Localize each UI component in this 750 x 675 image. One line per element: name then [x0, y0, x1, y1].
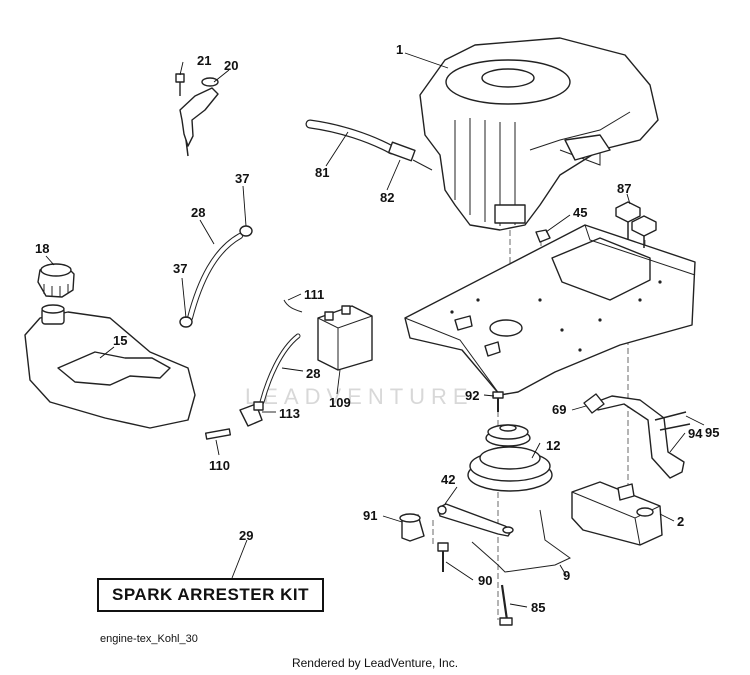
callout-113: 113 [279, 406, 300, 421]
rod-part[interactable] [471, 509, 571, 573]
muffler-part[interactable] [571, 481, 663, 546]
callout-87: 87 [617, 181, 631, 196]
callout-1: 1 [396, 42, 403, 57]
fuel-shutoff-fitting-part[interactable] [239, 401, 264, 427]
drawing-code: engine-tex_Kohl_30 [100, 633, 198, 645]
callout-81: 81 [315, 165, 329, 180]
callout-labels: 1 21 20 81 82 37 28 37 18 15 111 28 109 … [35, 42, 719, 615]
callout-18: 18 [35, 241, 49, 256]
solenoid-part[interactable] [317, 305, 373, 371]
line-connector-part[interactable] [204, 428, 232, 440]
callout-109: 109 [329, 395, 351, 410]
fuel-line-part[interactable] [305, 119, 397, 155]
exhaust-screw-part[interactable] [654, 411, 691, 431]
callout-91: 91 [363, 508, 377, 523]
callout-95: 95 [705, 425, 719, 440]
callout-21: 21 [197, 53, 211, 68]
callout-29: 29 [239, 528, 253, 543]
engine-part[interactable] [419, 37, 659, 231]
callout-2: 2 [677, 514, 684, 529]
spacer-part[interactable] [399, 513, 425, 542]
long-bolt-part[interactable] [499, 584, 513, 626]
callout-111: 111 [304, 287, 324, 302]
callout-94: 94 [688, 426, 703, 441]
callout-12: 12 [546, 438, 560, 453]
callout-45: 45 [573, 205, 587, 220]
pulley-part[interactable] [467, 424, 553, 492]
callout-37-lower: 37 [173, 261, 187, 276]
callout-110: 110 [209, 458, 230, 473]
callout-15: 15 [113, 333, 127, 348]
bolt-part[interactable] [492, 391, 504, 412]
callout-42: 42 [441, 472, 455, 487]
callout-85: 85 [531, 600, 545, 615]
footer-credit: Rendered by LeadVenture, Inc. [291, 656, 459, 670]
callout-82: 82 [380, 190, 394, 205]
hex-bolt-part[interactable] [437, 542, 449, 572]
callout-28-lower: 28 [306, 366, 320, 381]
spark-arrester-kit-box: SPARK ARRESTER KIT [97, 578, 324, 612]
choke-control-part[interactable] [179, 77, 219, 157]
callout-9: 9 [563, 568, 570, 583]
fuel-hose-part[interactable] [187, 233, 243, 321]
callout-92: 92 [465, 388, 479, 403]
leader-lines [45, 52, 705, 608]
exhaust-gasket-part[interactable] [583, 393, 605, 414]
fuel-cap-part[interactable] [37, 263, 75, 298]
callout-28-upper: 28 [191, 205, 205, 220]
bracket-part[interactable] [437, 503, 514, 537]
fuel-tank-part[interactable] [24, 304, 196, 429]
frame-plate-part[interactable] [404, 224, 696, 396]
callout-90: 90 [478, 573, 492, 588]
knob-bolt-part[interactable] [615, 201, 657, 248]
callout-20: 20 [224, 58, 238, 73]
exhaust-pipe-part[interactable] [595, 395, 685, 479]
wire-part[interactable] [283, 299, 303, 313]
watermark: LEADVENTURE [245, 384, 474, 409]
screw-part[interactable] [175, 73, 185, 96]
callout-37-upper: 37 [235, 171, 249, 186]
callout-69: 69 [552, 402, 566, 417]
nut-part[interactable] [535, 229, 551, 243]
fuel-hose-lower-part[interactable] [259, 333, 301, 405]
spark-arrester-kit-label: SPARK ARRESTER KIT [112, 585, 309, 604]
fuel-filter-fitting-part[interactable] [387, 141, 433, 171]
